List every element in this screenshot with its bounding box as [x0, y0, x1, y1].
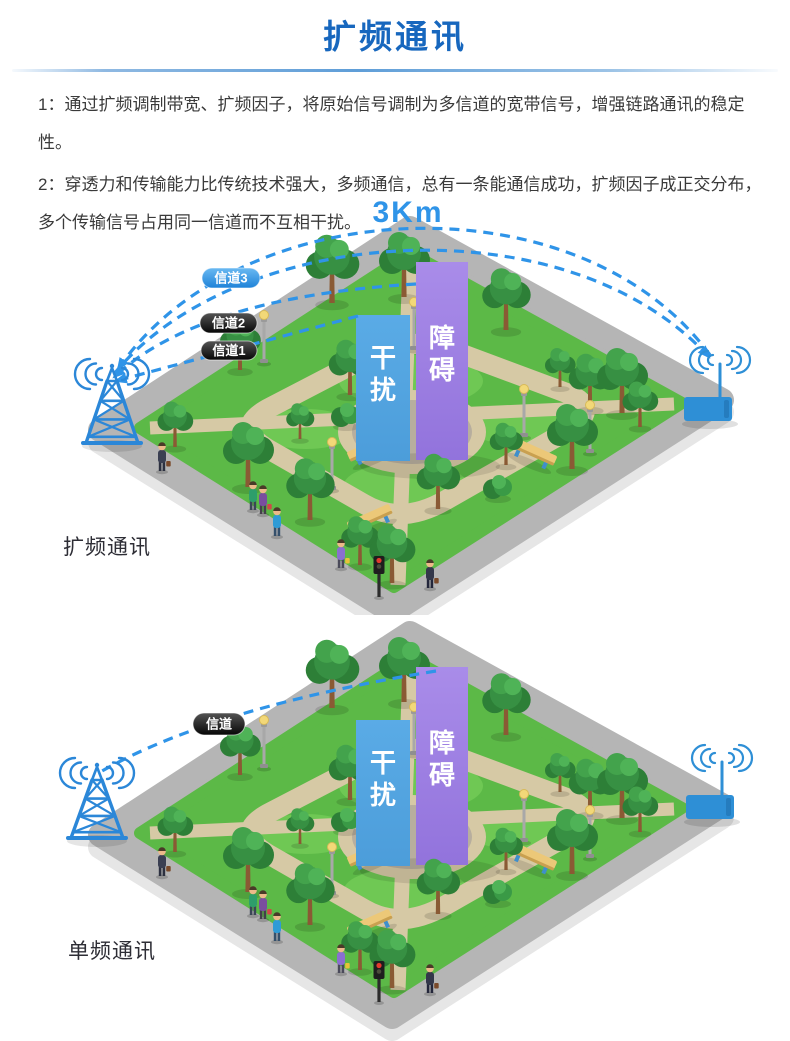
- bush: [331, 808, 360, 836]
- channel-2-pill-text: 信道2: [212, 316, 245, 331]
- channel-pill: 信道: [192, 712, 246, 736]
- signal-path-single: [101, 669, 437, 773]
- pedestrian: [247, 886, 259, 919]
- intro-point-1: 1：通过扩频调制带宽、扩频因子，将原始信号调制为多信道的宽带信号，增强链路通讯的…: [38, 95, 745, 152]
- block-label-char: 扰: [370, 780, 396, 810]
- header: 扩频通讯: [0, 0, 790, 72]
- tree: [547, 404, 598, 476]
- traffic-light: [373, 961, 385, 1005]
- channel-2-pill: 信道2: [199, 312, 258, 334]
- intro-text: 1：通过扩频调制带宽、扩频因子，将原始信号调制为多信道的宽带信号，增强链路通讯的…: [0, 72, 790, 242]
- interference-block: 干扰: [356, 720, 410, 866]
- tree: [545, 348, 576, 392]
- distance-label: 3Km: [372, 196, 443, 229]
- receiver-modem: [684, 743, 754, 827]
- diagram2-caption: 单频通讯: [68, 940, 156, 963]
- tree: [369, 524, 416, 590]
- tree: [157, 401, 194, 453]
- pedestrian: [424, 964, 439, 997]
- tree: [286, 403, 315, 444]
- tree: [545, 753, 576, 797]
- radio-tower: [58, 756, 136, 847]
- pedestrian: [156, 442, 171, 475]
- tree: [286, 458, 335, 527]
- block-label-char: 干: [370, 748, 396, 778]
- title-divider: [12, 69, 778, 72]
- tree: [416, 858, 461, 921]
- tree: [305, 234, 360, 311]
- pedestrian: [257, 890, 272, 923]
- channel-1-pill: 信道1: [200, 340, 258, 361]
- tree: [489, 827, 523, 876]
- tree: [286, 808, 315, 849]
- channel-pill-text: 信道: [206, 717, 232, 732]
- block-label-char: 扰: [370, 375, 396, 405]
- tree: [369, 929, 416, 995]
- lamppost: [257, 310, 271, 367]
- tree: [489, 422, 523, 471]
- lamppost: [257, 715, 271, 772]
- intro-point-2: 2：穿透力和传输能力比传统技术强大，多频通信，总有一条能通信成功，扩频因子成正交…: [38, 175, 762, 232]
- obstacle-block: 障碍: [416, 262, 468, 460]
- radio-tower: [73, 357, 151, 452]
- channel-1-pill-text: 信道1: [212, 343, 245, 358]
- pedestrian: [271, 912, 283, 945]
- bench: [507, 843, 557, 879]
- tree: [341, 516, 380, 571]
- block-label-char: 障: [429, 728, 455, 758]
- signal-path-3km: [116, 226, 712, 371]
- pedestrian: [424, 559, 439, 592]
- tree: [622, 381, 659, 433]
- traffic-light: [373, 556, 385, 600]
- block-label-char: 障: [429, 323, 455, 353]
- page-title: 扩频通讯: [323, 18, 467, 55]
- pedestrian: [257, 485, 272, 518]
- tree: [157, 806, 194, 858]
- pedestrian: [271, 507, 283, 540]
- tree: [286, 863, 335, 932]
- tree: [482, 673, 531, 742]
- channel-3-pill: 信道3: [201, 267, 261, 289]
- tree: [482, 268, 531, 337]
- single-frequency-diagram: 障碍干扰信道 单频通讯: [0, 615, 790, 1041]
- channel-3-pill-text: 信道3: [214, 271, 247, 286]
- bush: [483, 475, 512, 503]
- block-label-char: 干: [370, 343, 396, 373]
- bush: [483, 880, 512, 908]
- receiver-modem: [682, 345, 752, 429]
- pedestrian: [335, 539, 350, 572]
- obstacle-block: 障碍: [416, 667, 468, 865]
- pedestrian: [156, 847, 171, 880]
- lamppost: [517, 384, 531, 441]
- tree: [341, 921, 380, 976]
- block-label-char: 碍: [429, 355, 455, 385]
- tree: [622, 786, 659, 838]
- bush: [331, 403, 360, 431]
- tree: [597, 348, 648, 420]
- signal-path-channel-3: [112, 248, 711, 376]
- tree: [547, 809, 598, 881]
- signal-path-channel-2: [112, 282, 417, 379]
- tree: [305, 639, 360, 716]
- pedestrian: [335, 944, 350, 977]
- tree: [223, 422, 274, 494]
- bench: [507, 438, 557, 474]
- pedestrian: [247, 481, 259, 514]
- tree: [416, 453, 461, 516]
- diagram1-caption: 扩频通讯: [63, 536, 151, 559]
- interference-block: 干扰: [356, 315, 410, 461]
- block-label-char: 碍: [429, 760, 455, 790]
